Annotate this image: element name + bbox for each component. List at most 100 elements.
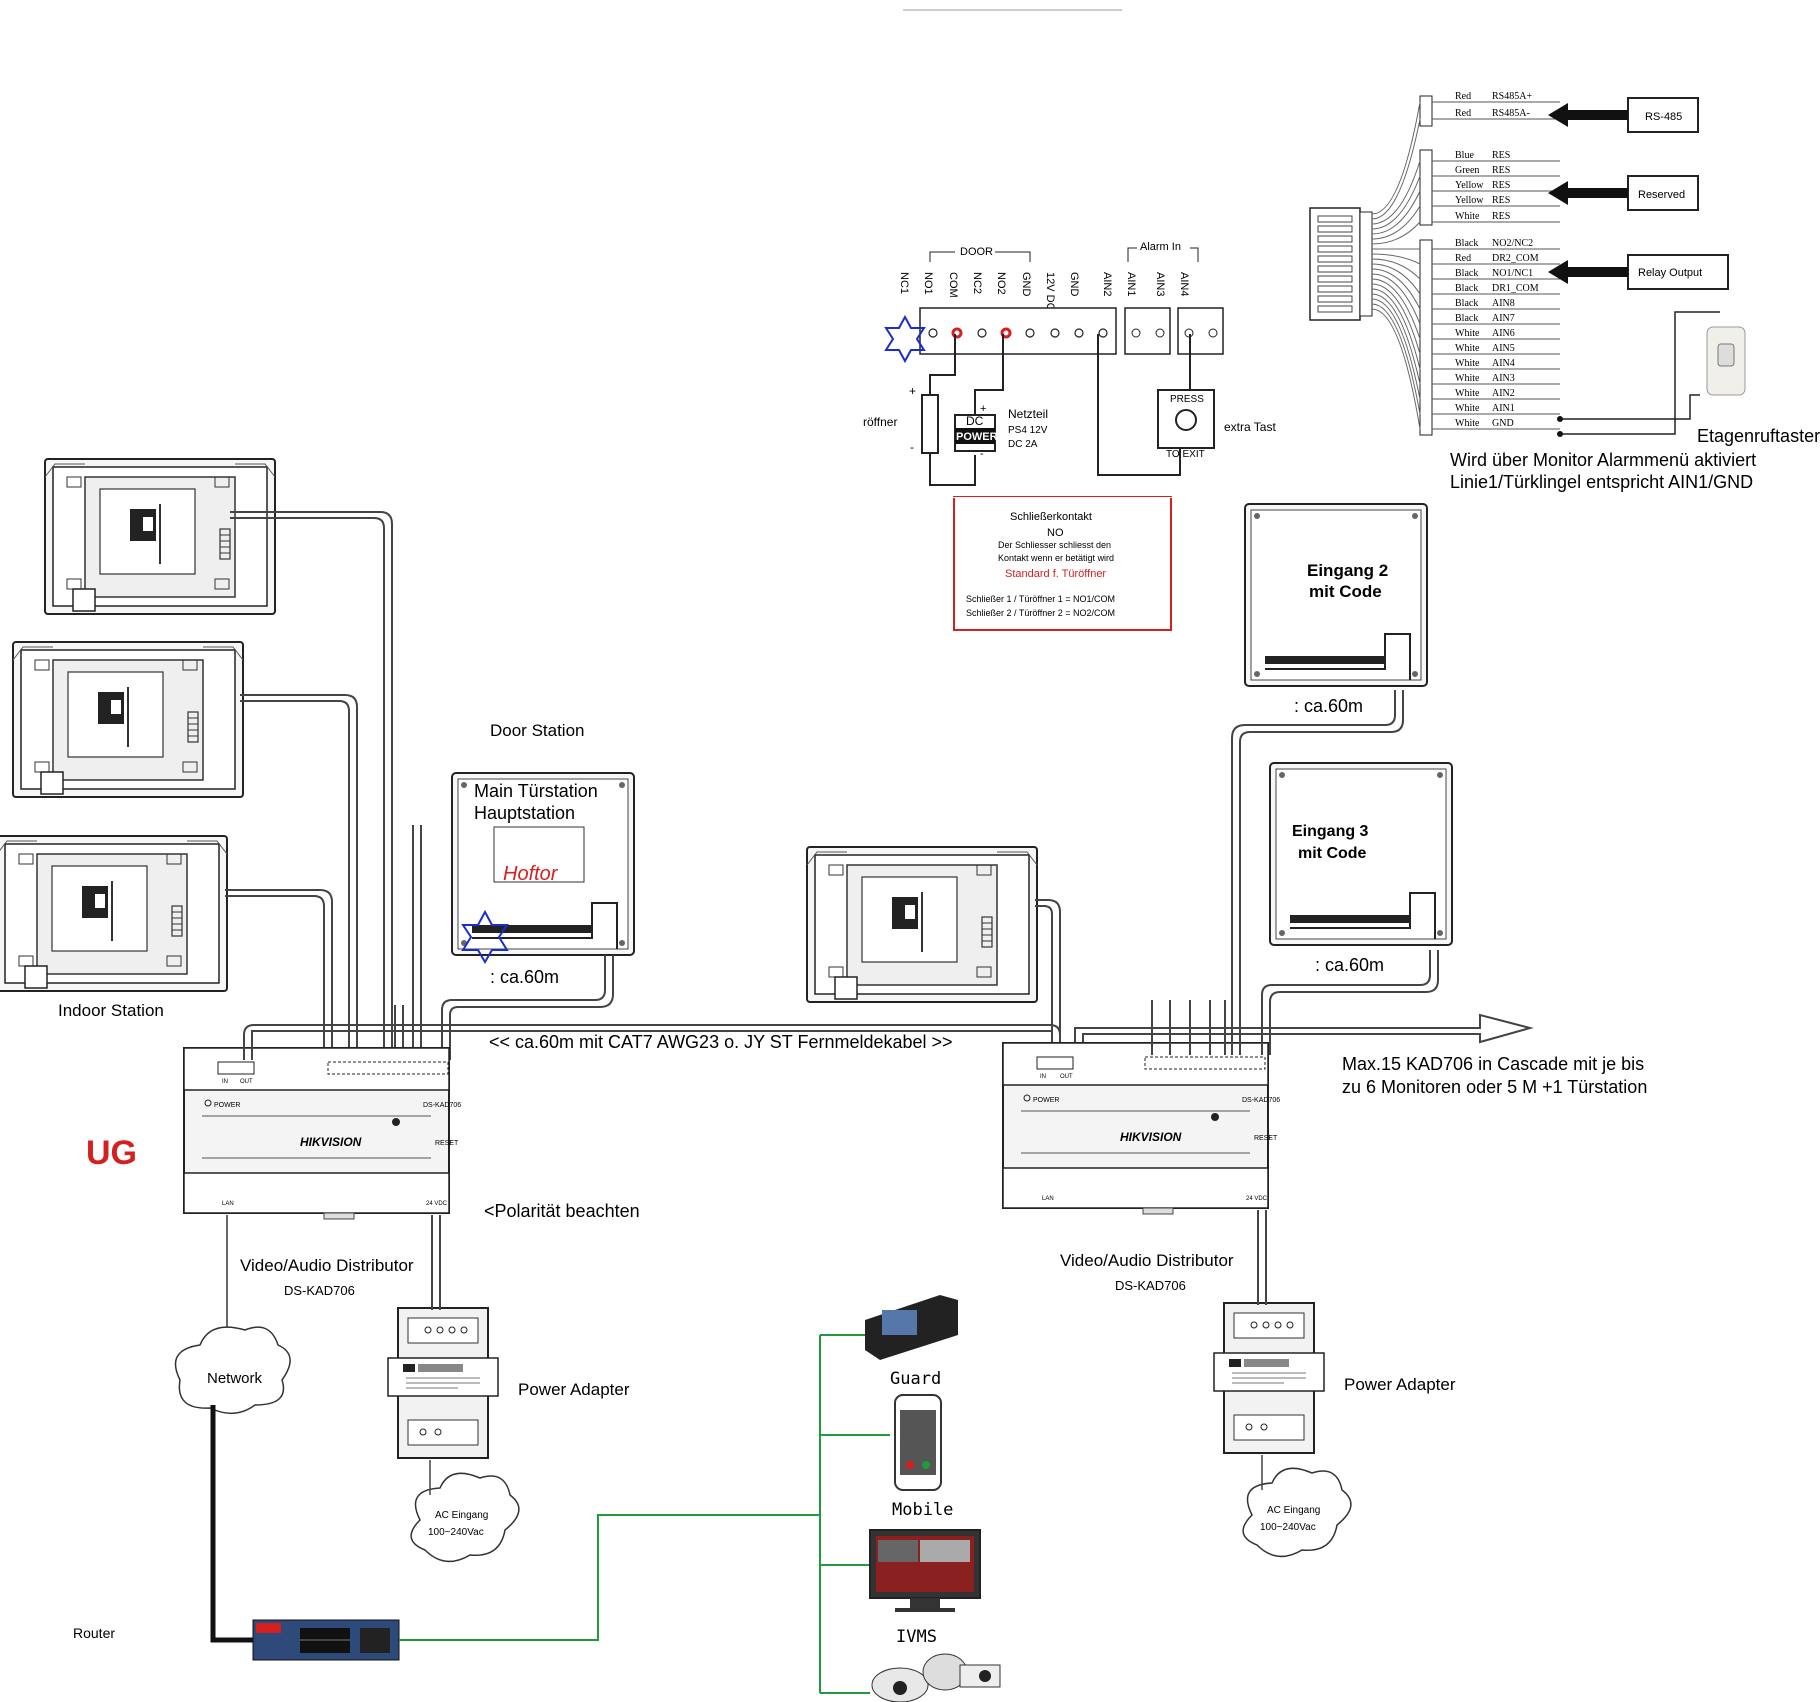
hoftor-label: Hoftor (503, 863, 559, 885)
alarm-terminal-ain2: AIN2 (1101, 272, 1113, 296)
power-adapter-label-left: Power Adapter (518, 1380, 630, 1399)
harness-pin (1317, 255, 1353, 263)
terminal-label-12v-dc: 12V DC (1044, 272, 1056, 311)
dc-label-2: POWER (956, 431, 998, 443)
star-marker-main (461, 909, 509, 964)
wire-signal: AIN3 (1492, 373, 1515, 384)
terminal-hole (1098, 328, 1108, 338)
wire-color: Black (1455, 238, 1478, 249)
mobile-label: Mobile (892, 1500, 953, 1520)
etagen-wire-2 (1560, 311, 1720, 435)
main-station-cable (441, 955, 606, 1060)
wire-color: Black (1455, 298, 1478, 309)
harness-pin (1317, 305, 1353, 313)
terminal-hole (1025, 328, 1035, 338)
note-rule2: Schließer 2 / Türöffner 2 = NO2/COM (966, 608, 1115, 618)
power-adapter-right (1213, 1302, 1325, 1454)
wire-signal: DR1_COM (1492, 283, 1539, 294)
box-reserved: Reserved (1638, 189, 1685, 201)
guard-label: Guard (890, 1369, 941, 1389)
ac-cloud-left: AC Eingang 100~240Vac (410, 1460, 520, 1563)
wire-color: Red (1455, 108, 1471, 119)
harness-pin (1317, 225, 1353, 233)
psu-minus: - (980, 448, 984, 460)
eingang2-title: Eingang 2 (1307, 561, 1388, 580)
harness-pin (1317, 235, 1353, 243)
cascade-note-2: zu 6 Monitoren oder 5 M +1 Türstation (1342, 1077, 1647, 1097)
eingang2-sub: mit Code (1309, 582, 1382, 601)
camera-icons (871, 1653, 1001, 1702)
terminal-label-nc1: NC1 (898, 272, 910, 294)
harness-pin (1317, 295, 1353, 303)
kad-right-power: POWER (1033, 1097, 1059, 1104)
eingang3-sub: mit Code (1298, 845, 1367, 862)
alarm-terminal-ain4: AIN4 (1178, 272, 1190, 296)
wire-color: White (1455, 373, 1480, 384)
terminal-holes (928, 327, 1218, 339)
vad-label-left: Video/Audio Distributor (240, 1256, 414, 1275)
note-desc2: Kontakt wenn er betätigt wird (998, 553, 1114, 563)
ivms-label: IVMS (896, 1627, 937, 1647)
psu-left-cable (431, 1215, 441, 1310)
wire-signal: AIN2 (1492, 388, 1515, 399)
port-out: OUT (240, 1079, 253, 1085)
indoor-monitor-4 (806, 846, 1038, 1003)
dc-power-black (955, 428, 995, 444)
terminal-label-no2: NO2 (995, 272, 1007, 295)
green-network-lines (399, 1334, 890, 1694)
harness-boxes: RS-485 Reserved Relay Output (1548, 97, 1729, 290)
svg-text:DOOR: DOOR (960, 246, 993, 258)
router-uplink (210, 1405, 258, 1643)
dc2a-label: DC 2A (1008, 439, 1038, 450)
netzteil-label: Netzteil (1008, 407, 1048, 421)
wire-color: Black (1455, 313, 1478, 324)
wire-signal: GND (1492, 418, 1514, 429)
eingang3-distance: : ca.60m (1315, 955, 1384, 975)
opener-minus: - (910, 440, 914, 454)
harness-pin (1317, 245, 1353, 253)
terminal-label-gnd: GND (1068, 272, 1080, 297)
wire-signal: RES (1492, 150, 1510, 161)
guard-station-icon (865, 1295, 958, 1360)
line-note: Linie1/Türklingel entspricht AIN1/GND (1450, 472, 1753, 492)
indoor-monitor-1 (44, 458, 276, 615)
main-station-sub: Hauptstation (474, 803, 575, 823)
door-station-label: Door Station (490, 721, 585, 740)
cable-note: << ca.60m mit CAT7 AWG23 o. JY ST Fernme… (489, 1032, 953, 1052)
wire-color: White (1455, 418, 1480, 429)
wire-color: White (1455, 403, 1480, 414)
kad-left-power: POWER (214, 1102, 240, 1109)
note-desc1: Der Schliesser schliesst den (998, 540, 1111, 550)
kad-left-lan: LAN (222, 1201, 234, 1207)
note-title: Schließerkontakt (1010, 511, 1092, 523)
terminal-hole (1050, 328, 1060, 338)
indoor-station-label: Indoor Station (58, 1001, 164, 1020)
router-label: Router (73, 1625, 115, 1641)
harness-pin (1317, 275, 1353, 283)
note-no: NO (1047, 527, 1064, 539)
kad-right-top-ports: IN OUT (1036, 1056, 1266, 1080)
harness-pin (1317, 215, 1353, 223)
wire-color: Blue (1455, 150, 1474, 161)
dc-label-1: DC (966, 414, 984, 428)
wire-signal: RS485A- (1492, 108, 1530, 119)
wire-color: White (1455, 211, 1480, 222)
wire-signal: NO2/NC2 (1492, 238, 1533, 249)
etagen-label: Etagenruftaster (1697, 426, 1820, 446)
kad-right-model: DS-KAD706 (1242, 1097, 1280, 1104)
svg-text:100~240Vac: 100~240Vac (428, 1527, 484, 1538)
note-standard: Standard f. Türöffner (1005, 568, 1106, 580)
ac-cloud-right: AC Eingang 100~240Vac (1242, 1455, 1352, 1558)
main-station-name: Main Türstation (474, 781, 598, 801)
ivms-monitor-icon (869, 1529, 981, 1612)
harness-pin (1317, 285, 1353, 293)
monitor-note: Wird über Monitor Alarmmenü aktiviert (1450, 450, 1756, 470)
press-label: PRESS (1170, 394, 1204, 405)
ug-label: UG (86, 1134, 137, 1172)
psu-plus: + (980, 403, 986, 415)
network-cloud: Network (174, 1326, 291, 1414)
wire-color: Red (1455, 253, 1471, 264)
power-adapter-left (387, 1307, 499, 1459)
